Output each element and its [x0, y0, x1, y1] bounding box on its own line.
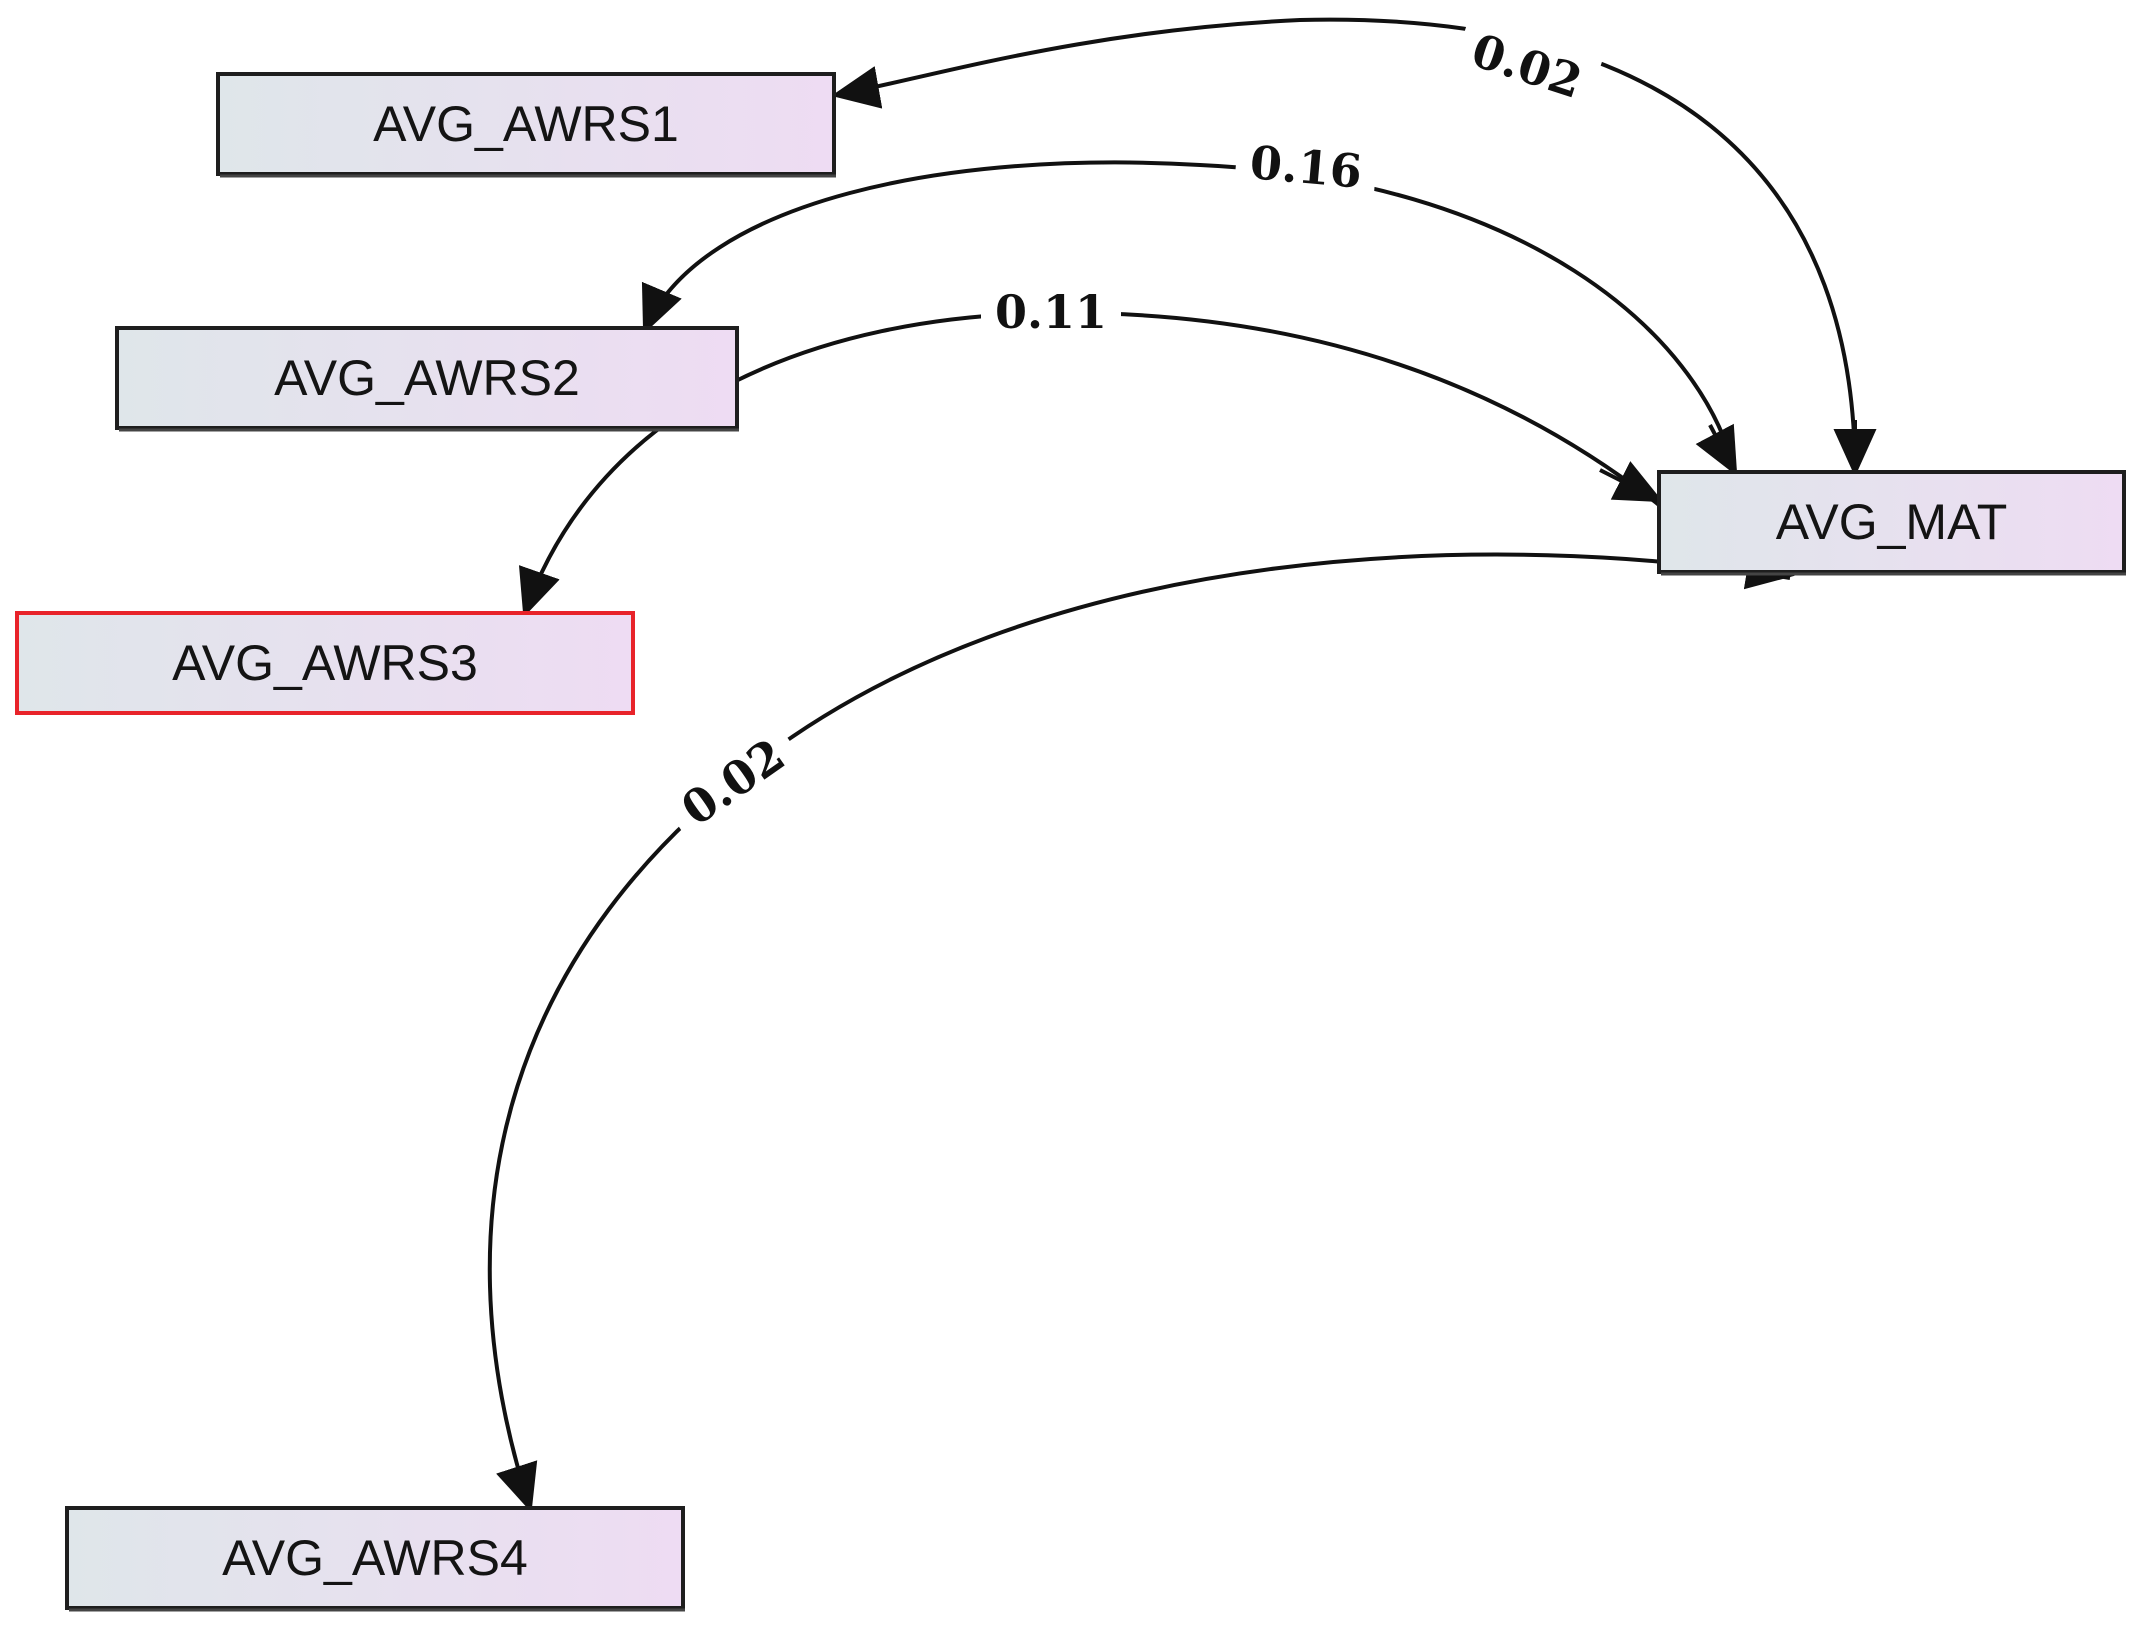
- node-box[interactable]: [65, 1506, 685, 1610]
- node-mat[interactable]: AVG_MAT: [1657, 470, 2126, 576]
- arrowhead-into-mat-3: [1599, 461, 1664, 503]
- edge-awrs2-mat: [642, 160, 1737, 473]
- node-awrs2[interactable]: AVG_AWRS2: [115, 326, 739, 432]
- node-label: AVG_AWRS2: [274, 350, 580, 406]
- node-awrs4[interactable]: AVG_AWRS4: [65, 1506, 685, 1612]
- node-awrs1[interactable]: AVG_AWRS1: [216, 72, 836, 178]
- edge-label-group: 0.02: [1449, 12, 1605, 120]
- node-box[interactable]: [216, 72, 836, 176]
- edge-mat-awrs4: [487, 552, 1791, 1513]
- node-box[interactable]: [1657, 470, 2126, 574]
- edge-label-group: 0.16: [1233, 127, 1379, 207]
- node-box[interactable]: [15, 611, 635, 715]
- edge-label-background: [981, 278, 1121, 346]
- edge-label: 0.16: [1248, 135, 1364, 199]
- edges-layer: 0.020.160.110.02: [487, 12, 1877, 1513]
- edge-label-group: 0.11: [981, 278, 1121, 346]
- edge-label-background: [1233, 127, 1379, 207]
- edge-label: 0.11: [995, 285, 1107, 339]
- edge-mat-awrs1: [831, 17, 1857, 473]
- arrowhead-into-mat-2: [1695, 423, 1738, 477]
- node-awrs3[interactable]: AVG_AWRS3: [15, 611, 635, 715]
- node-label: AVG_AWRS1: [373, 96, 679, 152]
- node-label: AVG_AWRS3: [172, 635, 478, 691]
- edge-label-background: [656, 713, 810, 851]
- node-box[interactable]: [115, 326, 739, 430]
- node-label: AVG_AWRS4: [222, 1530, 528, 1586]
- node-label: AVG_MAT: [1776, 494, 2008, 550]
- edge-label-background: [1449, 12, 1605, 120]
